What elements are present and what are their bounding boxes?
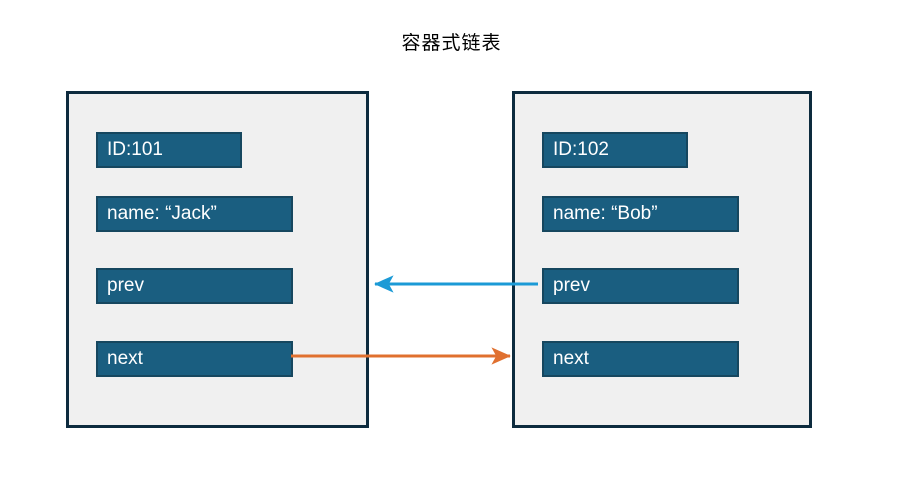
- field-next-right: next: [542, 341, 739, 377]
- field-prev-left: prev: [96, 268, 293, 304]
- field-next-left: next: [96, 341, 293, 377]
- page-title: 容器式链表: [401, 33, 502, 54]
- field-id-left: ID:101: [96, 132, 242, 168]
- field-name-right: name: “Bob”: [542, 196, 739, 232]
- field-name-left: name: “Jack”: [96, 196, 293, 232]
- field-id-right: ID:102: [542, 132, 688, 168]
- field-prev-right: prev: [542, 268, 739, 304]
- list-node-right: ID:102 name: “Bob” prev next: [512, 91, 812, 428]
- list-node-left: ID:101 name: “Jack” prev next: [66, 91, 369, 428]
